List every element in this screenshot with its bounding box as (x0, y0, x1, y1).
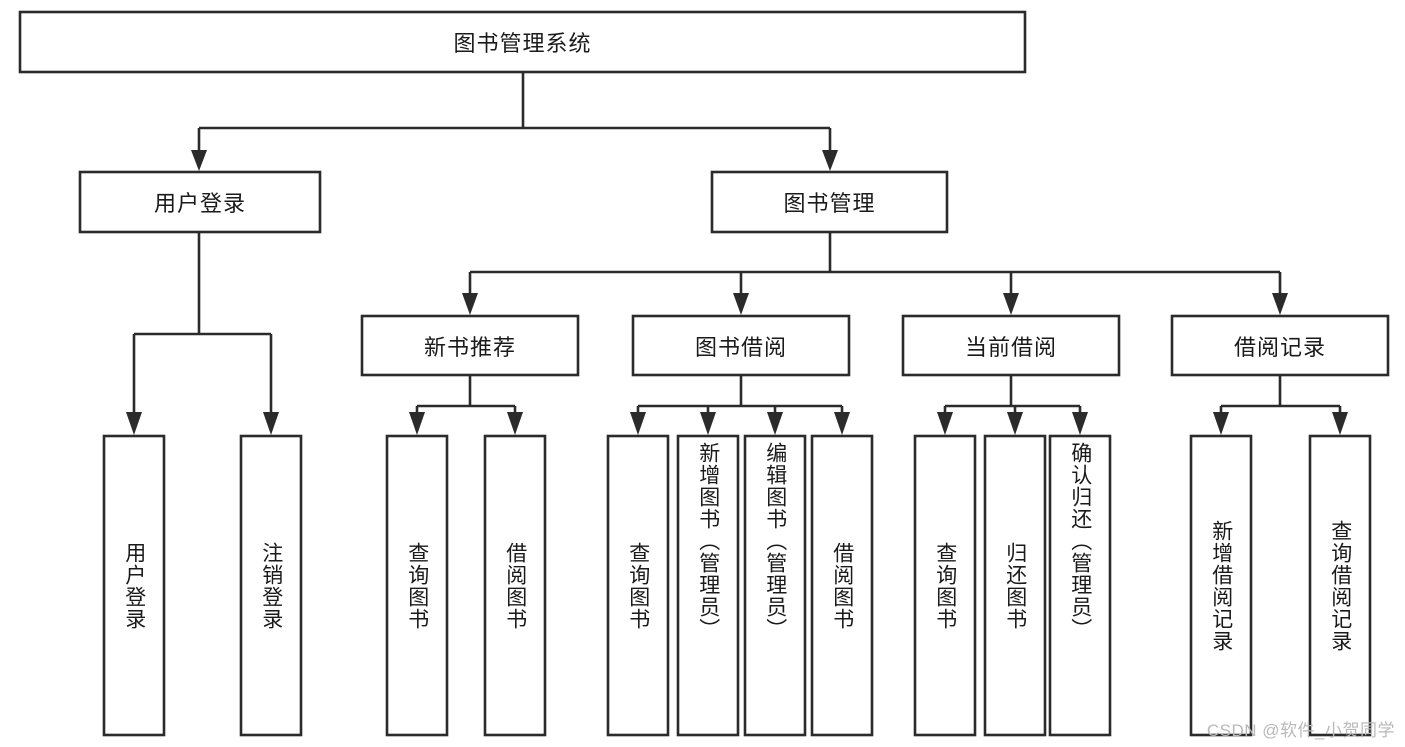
node-box-book-borrow[interactable] (631, 314, 851, 377)
arrow-head-leaf-borrow-book-1 (507, 412, 523, 435)
node-box-leaf-query-book-1[interactable] (385, 434, 449, 737)
node-box-leaf-add-record[interactable] (1189, 434, 1253, 737)
node-box-leaf-confirm-return[interactable] (1048, 434, 1112, 737)
node-box-current-borrow[interactable] (901, 314, 1121, 377)
node-box-root[interactable] (18, 10, 1027, 74)
node-box-leaf-query-book-3[interactable] (913, 434, 977, 737)
node-box-leaf-add-book[interactable] (676, 434, 740, 737)
node-box-new-book-rec[interactable] (360, 314, 580, 377)
arrow-head-new-book-rec (462, 293, 478, 315)
node-box-leaf-query-record[interactable] (1308, 434, 1372, 737)
node-box-leaf-borrow-book-1[interactable] (483, 434, 547, 737)
arrow-head-leaf-query-book-1 (409, 412, 425, 435)
arrow-head-user-login (191, 150, 207, 171)
connector-group-root (191, 72, 838, 171)
connector-group-book-borrow (630, 375, 850, 435)
node-box-leaf-return-book[interactable] (983, 434, 1047, 737)
arrow-head-leaf-add-book (700, 412, 716, 435)
node-box-leaf-user-login[interactable] (102, 434, 166, 737)
node-box-borrow-record[interactable] (1170, 314, 1390, 377)
node-box-leaf-query-book-2[interactable] (606, 434, 670, 737)
arrow-head-book-manage (822, 150, 838, 171)
arrow-head-leaf-edit-book (767, 412, 783, 435)
arrow-head-leaf-query-record (1332, 412, 1348, 435)
node-box-leaf-edit-book[interactable] (743, 434, 807, 737)
node-box-user-login[interactable] (78, 170, 322, 234)
connector-group-borrow-record (1213, 375, 1348, 435)
connector-group-new-book-rec (409, 375, 523, 435)
arrow-head-borrow-record (1272, 293, 1288, 315)
arrow-head-leaf-query-book-3 (937, 412, 953, 435)
connector-group-current-borrow (937, 375, 1088, 435)
connector-group-book-manage (462, 232, 1288, 315)
arrow-head-leaf-query-book-2 (630, 412, 646, 435)
arrow-head-current-borrow (1003, 293, 1019, 315)
node-box-leaf-logout[interactable] (239, 434, 303, 737)
arrow-head-leaf-borrow-book-2 (834, 412, 850, 435)
node-box-book-manage[interactable] (710, 170, 949, 234)
arrow-head-leaf-add-record (1213, 412, 1229, 435)
arrow-head-leaf-user-login (126, 412, 142, 435)
connector-group-user-login (126, 232, 279, 435)
arrow-head-leaf-logout (263, 412, 279, 435)
arrow-head-leaf-return-book (1007, 412, 1023, 435)
node-box-leaf-borrow-book-2[interactable] (810, 434, 874, 737)
arrow-head-book-borrow (733, 293, 749, 315)
arrow-head-leaf-confirm-return (1072, 412, 1088, 435)
